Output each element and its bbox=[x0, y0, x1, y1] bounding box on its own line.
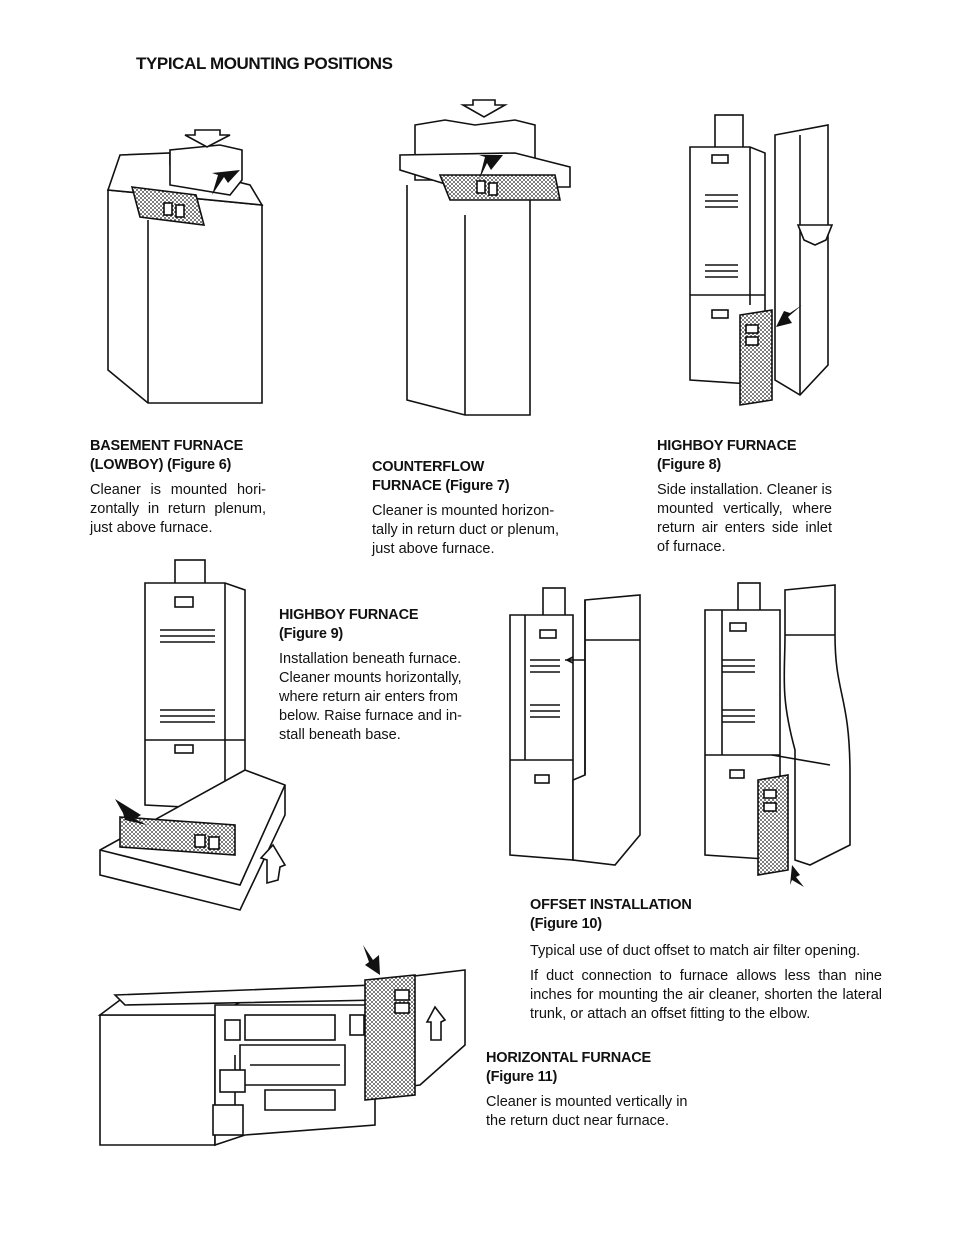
airflow-arrow-icon bbox=[796, 224, 834, 246]
figure-7-caption: COUNTERFLOW FURNACE (Figure 7) Cleaner i… bbox=[372, 458, 572, 559]
figure-9-heading: HIGHBOY FURNACE bbox=[279, 607, 419, 623]
figure-8-body: Side installation. Cleaner is mounted ve… bbox=[657, 482, 832, 555]
figure-11-body: Cleaner is mounted vertically in the ret… bbox=[486, 1094, 688, 1129]
figure-6-caption: BASEMENT FURNACE (LOWBOY) (Figure 6) Cle… bbox=[90, 437, 266, 538]
figure-11-caption: HORIZONTAL FURNACE (Figure 11) Cleaner i… bbox=[486, 1049, 701, 1131]
figure-11-illustration bbox=[97, 945, 466, 1147]
figure-9-illustration bbox=[99, 559, 287, 911]
figure-11-subheading: (Figure 11) bbox=[486, 1069, 558, 1085]
figure-6-illustration bbox=[106, 129, 264, 404]
figure-6-body: Cleaner is mounted hori-zontally in retu… bbox=[90, 482, 266, 536]
figure-10-caption: OFFSET INSTALLATION (Figure 10) Typical … bbox=[530, 896, 882, 1024]
figure-9-caption: HIGHBOY FURNACE (Figure 9) Installation … bbox=[279, 606, 479, 745]
figure-7-body: Cleaner is mounted horizon-tally in retu… bbox=[372, 503, 559, 557]
airflow-arrow-icon bbox=[184, 129, 231, 148]
figure-7-subheading: FURNACE (Figure 7) bbox=[372, 478, 510, 494]
figure-9-subheading: (Figure 9) bbox=[279, 626, 344, 642]
pointer-arrow-icon bbox=[115, 799, 147, 825]
figure-10-body-1: Typical use of duct offset to match air … bbox=[530, 943, 861, 959]
figure-10-left-illustration bbox=[509, 587, 641, 866]
airflow-arrow-icon bbox=[459, 99, 509, 118]
figure-10-subheading: (Figure 10) bbox=[530, 916, 602, 932]
figure-10-body-2: If duct connection to furnace allows les… bbox=[530, 968, 882, 1022]
figure-8-heading: HIGHBOY FURNACE bbox=[657, 438, 797, 454]
page-title: TYPICAL MOUNTING POSITIONS bbox=[136, 54, 393, 73]
figure-10-heading: OFFSET INSTALLATION bbox=[530, 897, 692, 913]
figure-9-body: Installation beneath furnace. Cleaner mo… bbox=[279, 651, 462, 743]
figure-7-heading: COUNTERFLOW bbox=[372, 459, 485, 475]
pointer-arrow-icon bbox=[363, 945, 380, 975]
airflow-arrow-icon bbox=[425, 1005, 447, 1041]
figure-6-subheading: (LOWBOY) (Figure 6) bbox=[90, 457, 232, 473]
figure-8-subheading: (Figure 8) bbox=[657, 457, 722, 473]
figure-7-illustration bbox=[399, 99, 571, 416]
pointer-arrow-icon bbox=[212, 170, 240, 195]
figure-11-heading: HORIZONTAL FURNACE bbox=[486, 1050, 652, 1066]
figure-8-caption: HIGHBOY FURNACE (Figure 8) Side installa… bbox=[657, 437, 832, 557]
figure-8-illustration bbox=[689, 114, 834, 406]
pointer-arrow-icon bbox=[479, 155, 503, 180]
pointer-arrow-icon bbox=[790, 865, 804, 887]
figure-10-right-illustration bbox=[704, 582, 851, 887]
figure-6-heading: BASEMENT FURNACE bbox=[90, 438, 244, 454]
pointer-arrow-icon bbox=[776, 305, 802, 327]
airflow-arrow-icon bbox=[259, 843, 287, 885]
